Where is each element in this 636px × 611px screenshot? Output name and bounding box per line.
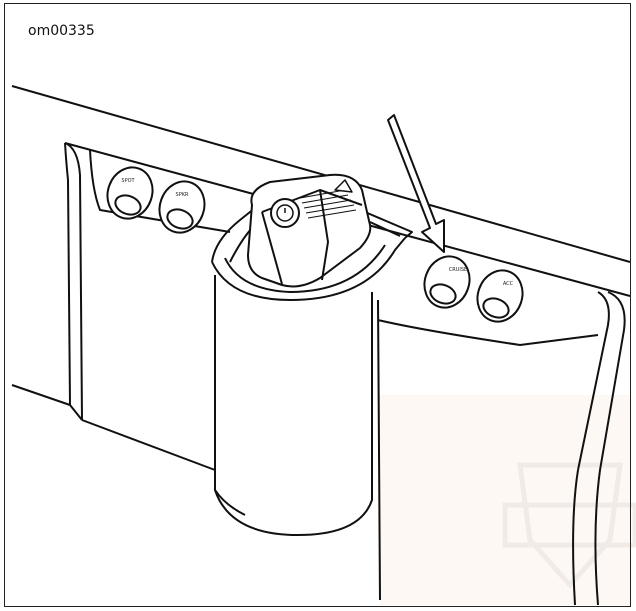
ignition-knob (247, 173, 372, 288)
knob-grip-lines (299, 189, 357, 219)
figure-code: om00335 (28, 23, 95, 39)
button-spkr: SPKR (158, 180, 206, 234)
button-spot: SPOT (106, 166, 154, 220)
button-cruise: CRUISE (423, 255, 471, 309)
button-spot-label: SPOT (121, 178, 135, 184)
button-cruise-label: CRUISE (449, 267, 467, 273)
button-acc-label: ACC (503, 281, 514, 287)
button-acc: ACC (476, 269, 524, 323)
button-spkr-label: SPKR (176, 192, 189, 198)
figure-frame (4, 3, 631, 607)
watermark-logo (380, 395, 636, 605)
pointer-arrow (387, 114, 445, 253)
